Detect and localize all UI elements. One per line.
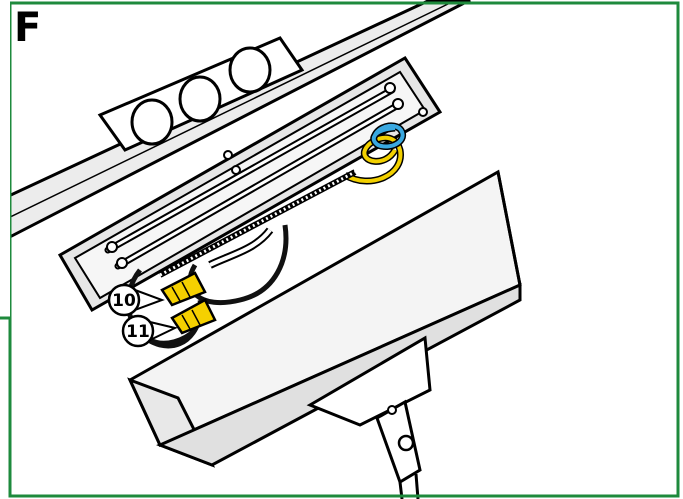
screw-hole	[223, 150, 233, 160]
callout-10: 10	[107, 283, 165, 317]
knockout-hole	[130, 98, 174, 146]
callout-number: 10	[112, 291, 136, 311]
panel-label: F	[14, 5, 41, 51]
supply-wires	[343, 122, 407, 185]
mounting-bars	[104, 82, 428, 270]
bar-screw	[384, 82, 396, 94]
wire-nut-upper	[160, 271, 207, 307]
light-fixture	[127, 169, 522, 468]
bar-screw	[116, 257, 128, 269]
bar-screw	[392, 98, 404, 110]
wire-nut-lower	[170, 298, 217, 335]
pivot-screw	[397, 434, 415, 452]
junction-box	[97, 36, 305, 152]
knockout-hole	[228, 46, 272, 94]
stem-screw	[387, 405, 397, 415]
callout-number: 11	[126, 322, 150, 342]
fixture-stem	[306, 335, 432, 499]
knockout-hole	[178, 75, 222, 123]
braided-cable	[158, 169, 357, 278]
bar-screw	[106, 241, 118, 253]
callout-11: 11	[121, 314, 178, 348]
corner-screw	[418, 107, 428, 117]
